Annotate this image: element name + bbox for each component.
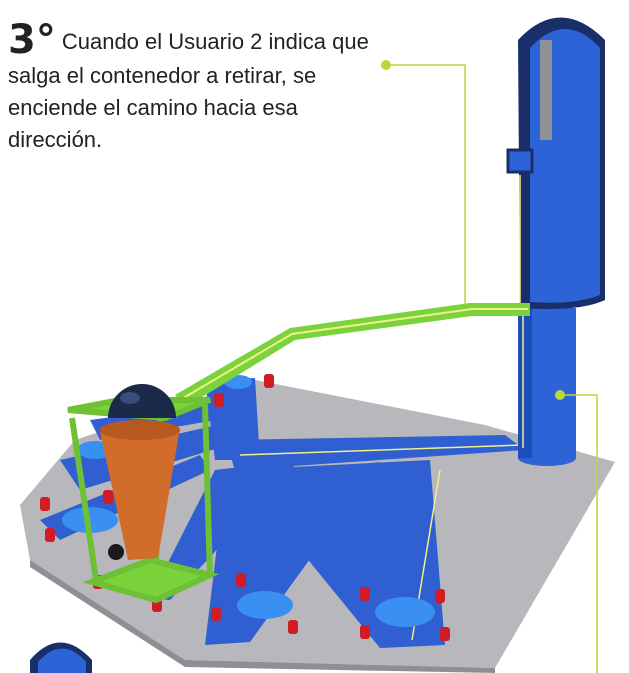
tower-screen [540, 40, 552, 140]
track [150, 460, 300, 600]
peg [236, 573, 246, 587]
peg [264, 374, 274, 388]
peg [360, 625, 370, 639]
peg [214, 393, 224, 407]
peg [360, 587, 370, 601]
track [225, 435, 525, 470]
callout-dot [555, 390, 565, 400]
bin-wheel [108, 544, 124, 560]
peg [288, 620, 298, 634]
disk [375, 597, 435, 627]
step-caption: 3°Cuando el Usuario 2 indica que salga e… [8, 20, 378, 156]
disk [237, 591, 293, 619]
tower-panel [506, 148, 534, 174]
step-number: 3° [8, 17, 56, 63]
bin-dome [108, 384, 176, 418]
callout-dot [381, 60, 391, 70]
peg [45, 528, 55, 542]
peg [435, 589, 445, 603]
step-description: Cuando el Usuario 2 indica que salga el … [8, 29, 369, 152]
orange-bin [100, 428, 180, 560]
callout-right [560, 394, 598, 673]
red-pegs [40, 374, 450, 641]
peg [440, 627, 450, 641]
active-path [175, 303, 530, 407]
peg [40, 497, 50, 511]
peg [211, 607, 221, 621]
callout-top [386, 64, 466, 305]
peg [103, 490, 113, 504]
